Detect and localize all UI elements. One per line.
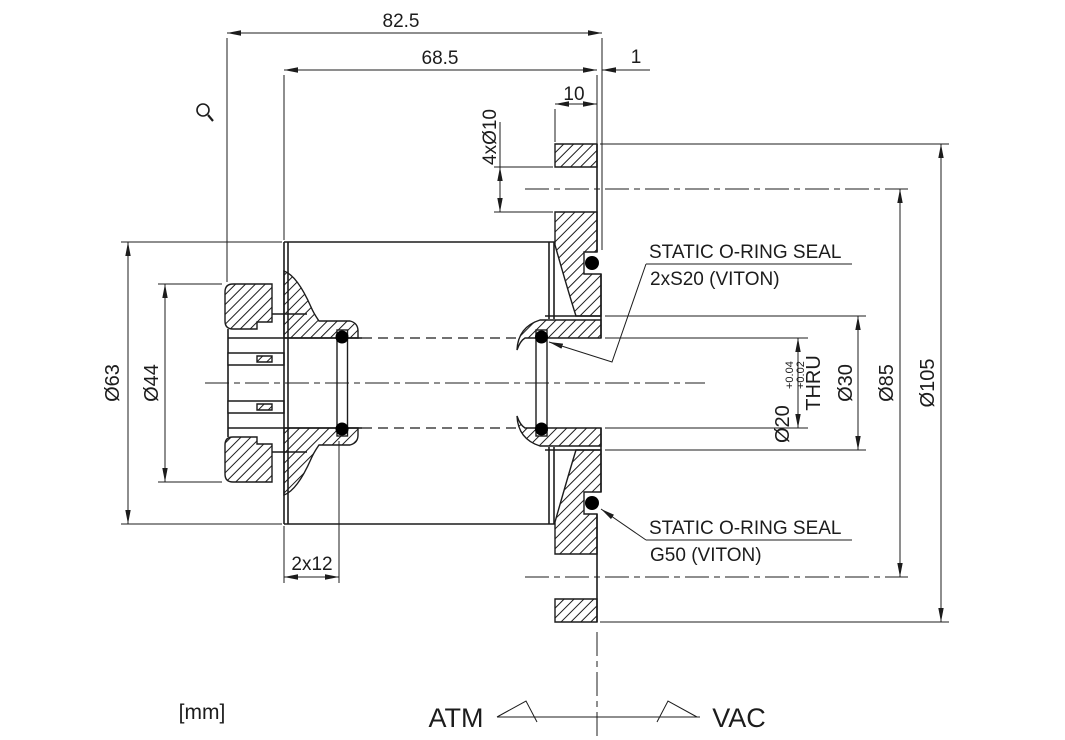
dimension-lines <box>121 30 949 623</box>
seal1-title: STATIC O-RING SEAL <box>649 242 842 263</box>
vac-arrow-symbol <box>656 700 698 723</box>
dim-body-length: 68.5 <box>422 48 459 69</box>
seal-callout-top: STATIC O-RING SEAL 2xS20 (VITON) <box>646 242 852 290</box>
kf-flange-section <box>224 283 273 483</box>
dim-flange-thickness: 10 <box>563 84 584 105</box>
g50-oring-top <box>585 256 599 270</box>
magnifier-icon <box>196 103 214 122</box>
center-lines <box>205 188 908 737</box>
dim-bore-tol-upper: +0.04 <box>784 361 796 389</box>
dim-face-offset: 1 <box>631 47 642 68</box>
dim-bore-thru: THRU <box>803 355 825 411</box>
vac-label: VAC <box>712 703 766 733</box>
atm-label: ATM <box>429 703 484 733</box>
dimension-labels: 82.5 68.5 1 10 4xØ10 2x12 Ø63 Ø44 Ø20 +0… <box>102 11 939 575</box>
dim-overall-length: 82.5 <box>383 11 420 32</box>
seal1-spec: 2xS20 (VITON) <box>650 269 780 290</box>
s20-oring-right-top <box>535 330 548 344</box>
dim-bore-tol-lower: +0.02 <box>795 361 807 389</box>
dim-bore: Ø20 <box>772 405 794 443</box>
dim-flange-od: Ø105 <box>917 359 939 408</box>
s20-oring-right-bottom <box>535 422 548 436</box>
mount-flange-section <box>554 143 602 623</box>
s20-oring-left-bottom <box>335 422 349 436</box>
dim-bolt-holes: 4xØ10 <box>480 109 501 165</box>
atm-arrow-symbol <box>496 700 538 723</box>
dim-bolt-circle: Ø85 <box>876 364 898 402</box>
seal2-title: STATIC O-RING SEAL <box>649 518 842 539</box>
dim-kf-bore: Ø44 <box>141 364 163 402</box>
s20-oring-left-top <box>335 330 349 344</box>
g50-oring-bottom <box>585 496 599 510</box>
dim-kf-od: Ø63 <box>102 364 124 402</box>
seal-callout-bottom: STATIC O-RING SEAL G50 (VITON) <box>646 518 852 566</box>
dim-groove-offset: 2x12 <box>291 554 332 575</box>
callout-leaders <box>548 263 647 541</box>
part-outlines <box>227 144 602 622</box>
dim-counterbore: Ø30 <box>835 364 857 402</box>
seal2-spec: G50 (VITON) <box>650 545 762 566</box>
atm-vac-indicator: ATM VAC <box>429 700 766 733</box>
units-label: [mm] <box>179 701 226 724</box>
